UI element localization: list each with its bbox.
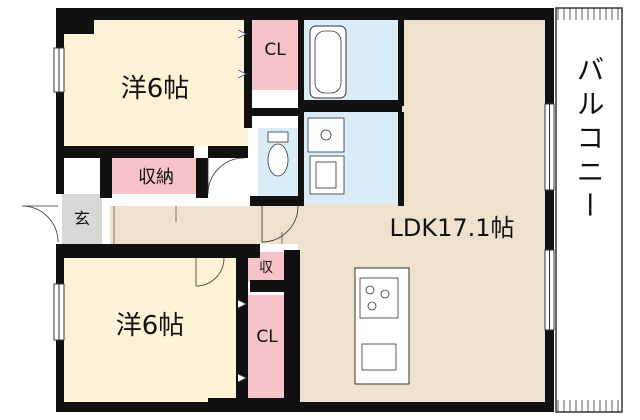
burner-icon xyxy=(367,301,377,311)
closet-top-label: CL xyxy=(264,40,286,60)
walls xyxy=(56,8,554,412)
windows xyxy=(53,47,555,341)
western-room-top-label: 洋6帖 xyxy=(121,74,190,104)
burner-icon xyxy=(380,289,390,299)
ldk-label: LDK17.1帖 xyxy=(389,214,514,242)
closet-bottom-floor xyxy=(248,295,286,400)
western-room-top-floor xyxy=(62,20,248,146)
ldk-floor-upper xyxy=(403,20,545,212)
partition-marks xyxy=(113,29,283,383)
toilet-bowl xyxy=(267,143,289,177)
balcony-bottom-ticks xyxy=(557,400,619,412)
balcony-top-ticks xyxy=(557,8,619,20)
kitchen-sink xyxy=(361,343,397,371)
bathtub-inner xyxy=(314,30,342,94)
door-swings xyxy=(21,157,299,287)
storage-label: 収納 xyxy=(138,167,174,188)
closet-top-floor xyxy=(250,20,300,90)
toilet-tank xyxy=(267,131,289,143)
entrance-label: 玄 xyxy=(74,209,90,228)
corridor-floor xyxy=(110,206,300,244)
balcony-outline xyxy=(555,7,623,413)
washing-drain-icon xyxy=(320,129,332,141)
closet-bottom-label: CL xyxy=(256,327,278,347)
balcony-label: バルコニー xyxy=(573,55,606,225)
burner-icon xyxy=(365,285,375,295)
western-room-bottom-label: 洋6帖 xyxy=(116,311,185,341)
western-room-bottom-floor xyxy=(62,258,236,402)
stove-top xyxy=(359,277,399,319)
small-storage-label: 収 xyxy=(259,260,273,276)
washbasin-bowl xyxy=(315,161,337,189)
entrance-floor xyxy=(62,194,102,244)
washing-machine-pan xyxy=(307,117,345,153)
storage-floor xyxy=(112,158,200,194)
